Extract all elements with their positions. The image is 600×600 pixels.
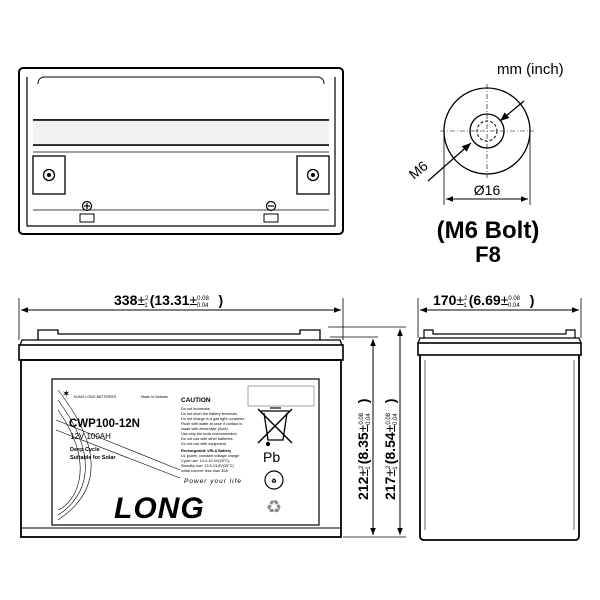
terminal-bolt-positive (306, 168, 320, 182)
terminal-pad-positive (296, 155, 330, 195)
caution-line: Use only the tools recommended. (181, 432, 238, 436)
height-dimension: 212±21(8.35±0.080.04) (355, 399, 372, 500)
caution-line: Do not use with other batteries. (181, 437, 234, 441)
thread-label: M6 (406, 157, 431, 182)
terminal-detail: mm (inch) M6 Ø16 (M6 Bolt) F8 (406, 61, 564, 267)
positive-marker-icon (81, 200, 93, 212)
model-number: CWP100-12N (69, 418, 140, 430)
tagline: Power your life (184, 478, 242, 485)
caution-line: Do not short the battery terminals. (181, 412, 238, 416)
total-height-dimension: 217±21(8.54±0.080.04) (382, 399, 399, 500)
spec-line: Initial current: less than 30A (181, 469, 228, 473)
caution-line: Do not charge in a gas tight container. (181, 417, 245, 421)
use-line-1: Deep Cycle (70, 447, 100, 453)
spec-line: UL power, constant voltage charge (181, 454, 239, 458)
svg-text:♻: ♻ (271, 478, 276, 485)
brand-mark-icon: ✶ (62, 389, 70, 400)
terminal-pad-negative (32, 155, 66, 195)
units-label: mm (inch) (497, 61, 564, 78)
rating: 12V 100AH (70, 432, 111, 441)
caution-line: made with electrolyte (Acid). (181, 427, 229, 431)
top-view-inner-wall (26, 77, 336, 227)
spec-line: Standby use: 13.5-13.8V(25°C) (181, 464, 235, 468)
front-view-body (20, 359, 342, 538)
brand-small: KUNG LONG BATTERIES (74, 395, 117, 399)
battery-label (51, 378, 320, 526)
caution-line: Do not use with equipment. (181, 442, 227, 446)
brand-logo: LONG (114, 492, 205, 525)
terminal-bolt-negative (42, 168, 56, 182)
no-trash-bin-icon (257, 407, 293, 447)
caution-line: Flush with water at once if contact is (181, 422, 242, 426)
made-in: Made in Vietnam (141, 395, 168, 399)
lead-symbol: Pb (263, 449, 280, 465)
spec-line: Rechargeable VRLA Battery (181, 449, 232, 453)
use-line-2: Suitable for Solar (70, 455, 116, 461)
terminal-code: F8 (475, 242, 501, 267)
side-view-lid (417, 342, 582, 356)
diameter-label: Ø16 (474, 182, 501, 198)
caution-title: CAUTION (181, 397, 211, 404)
spec-line: Cycle use: 14.4-15.0V(25°C) (181, 459, 230, 463)
negative-marker-icon (265, 200, 277, 212)
side-view-body (419, 355, 580, 541)
bolt-label: (M6 Bolt) (437, 217, 540, 244)
recycle-badge-icon: ♻ (264, 470, 284, 490)
top-view-outline (18, 67, 344, 235)
recycle-icon: ♻ (266, 497, 282, 517)
front-view-lid (18, 344, 344, 361)
top-view (18, 67, 344, 235)
caution-line: Do not incinerate. (181, 407, 211, 411)
